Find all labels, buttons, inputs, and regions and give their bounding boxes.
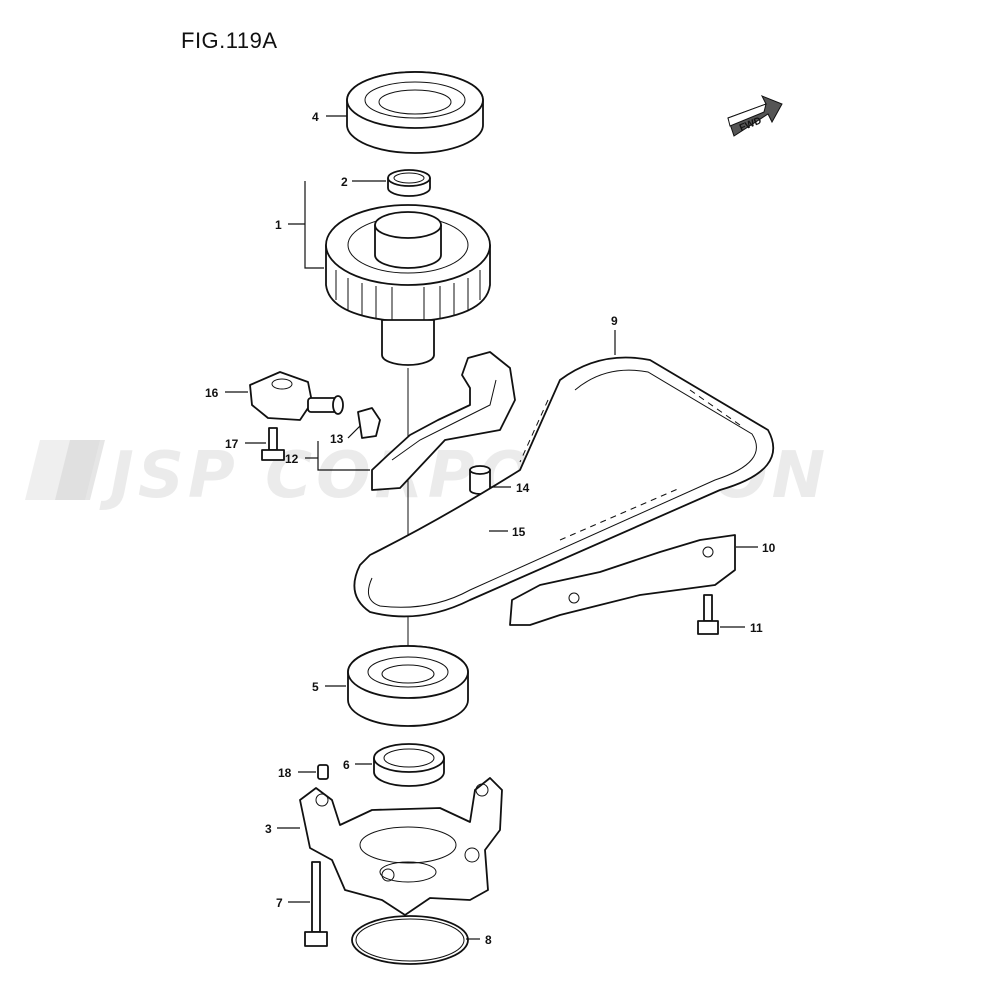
callout-6: 6 — [343, 758, 350, 772]
bolt-part-7 — [304, 861, 328, 947]
callout-11: 11 — [750, 621, 763, 635]
o-ring-part-8 — [351, 915, 469, 965]
collar-part-2 — [387, 169, 431, 197]
clip-part-13 — [357, 407, 381, 439]
callout-16: 16 — [205, 386, 219, 400]
bearing-part-5 — [347, 645, 469, 727]
gear-part-1 — [325, 204, 491, 366]
sleeve-part-14 — [469, 465, 491, 495]
leader-lines — [225, 115, 758, 940]
housing-part-3 — [299, 777, 503, 916]
callout-17: 17 — [225, 437, 239, 451]
bearing-part-4 — [346, 71, 484, 154]
callout-7: 7 — [276, 896, 283, 910]
callout-12: 12 — [285, 452, 299, 466]
chain-guide-part-12 — [371, 351, 516, 491]
figure-title: FIG.119A — [181, 28, 278, 53]
callout-3: 3 — [265, 822, 272, 836]
callout-9: 9 — [611, 314, 618, 328]
callout-5: 5 — [312, 680, 319, 694]
fwd-direction-badge: FWD — [727, 95, 783, 137]
callout-13: 13 — [330, 432, 344, 446]
bolt-part-17 — [261, 427, 285, 461]
oil-seal-part-6 — [373, 743, 445, 787]
callout-1: 1 — [275, 218, 282, 232]
callout-14: 14 — [516, 481, 530, 495]
callout-15: 15 — [512, 525, 526, 539]
callout-4: 4 — [312, 110, 319, 124]
callout-8: 8 — [485, 933, 492, 947]
callout-10: 10 — [762, 541, 776, 555]
bolt-part-11 — [697, 594, 719, 635]
dowel-pin-part-18 — [317, 764, 329, 780]
callout-2: 2 — [341, 175, 348, 189]
callout-18: 18 — [278, 766, 292, 780]
chain-guide-part-10 — [509, 534, 736, 626]
callout-labels: 4 2 1 9 16 13 17 12 14 15 10 11 5 18 6 3… — [205, 110, 776, 947]
timing-chain-part-9 — [353, 356, 775, 618]
tensioner-part-16 — [249, 371, 344, 421]
